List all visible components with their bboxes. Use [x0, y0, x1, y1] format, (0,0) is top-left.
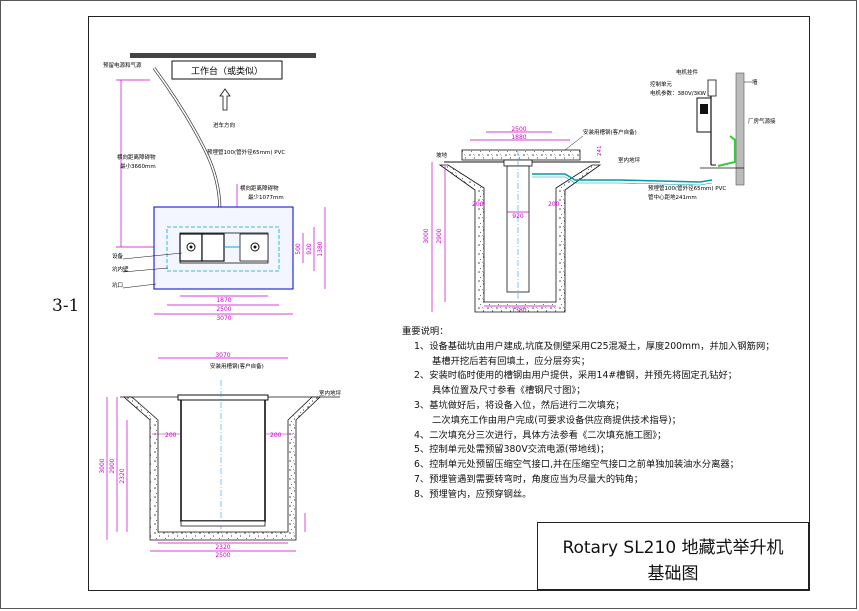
note-item: 5、控制单元处需预留380V交流电源(带地线)； [414, 444, 610, 456]
note-item: 8、预埋管内，应预穿钢丝。 [414, 488, 532, 500]
wall-rect [735, 72, 745, 186]
sb-dim-3070: 3070 [215, 352, 230, 359]
sb-dim-200a: 200 [165, 432, 177, 439]
drive-direction-label: 进车方向 [213, 121, 235, 129]
section-b: 3070 安装用槽钢(客户自备) 室内地坪 200 200 3000 2900 … [99, 352, 342, 559]
sa-dim-200a: 200 [472, 201, 484, 208]
note-item: 具体位置及尺寸参看《槽钢尺寸图》； [432, 385, 586, 397]
dim-2500: 2500 [216, 306, 231, 313]
note-item: 二次填充工作由用户完成(可要求设备供应商提供技术指导)； [432, 414, 681, 426]
sb-dim-200b: 200 [270, 432, 282, 439]
cable-label: 预留电源和气源 [103, 61, 142, 69]
note-item: 7、预埋管遇到需要转弯时，角度应当为尽量大的钝角； [414, 473, 644, 485]
sa-channel-label: 安装用槽钢(客户自备) [583, 128, 637, 136]
sb-dim-2320: 2320 [119, 468, 126, 483]
sa-ground-label: 室内地坪 [618, 156, 641, 164]
sb-dim-2500: 2500 [215, 552, 230, 559]
note-item: 3、基坑做好后，将设备入位，然后进行二次填充； [414, 399, 625, 411]
note-item: 基槽开挖后若有回填土，应分层夯实； [432, 355, 591, 367]
sb-dim-2320-bottom: 2320 [215, 544, 230, 551]
dim-3070: 3070 [216, 315, 231, 322]
dist-left-2: 最小3660mm [120, 162, 156, 170]
sa-dim-2500: 2500 [511, 126, 526, 133]
sa-wall-label: 墙 [752, 78, 758, 86]
sa-control-unit-2: 电机参数：380V/3KW [650, 89, 707, 97]
note-item: 2、安装时临时使用的槽钢由用户提供，采用14#槽钢，并预先将固定孔钻好； [414, 370, 738, 382]
sa-slope-label: 坡地 [436, 151, 448, 159]
workbench-box [171, 60, 283, 80]
plan-view: 工作台（或类似） 进车方向 预留电源和气源 预埋管100(管外径65mm) PV… [103, 53, 326, 322]
sb-dim-3000: 3000 [99, 458, 106, 473]
dist-mid-1: 横向距离障碍物 [240, 184, 279, 192]
note-item: 1、设备基础坑由用户建成,坑底及侧壁采用C25混凝土，厚度200mm，并加入钢筋… [414, 340, 775, 352]
drive-arrow [219, 88, 231, 111]
notes-heading: 重要说明： [402, 326, 449, 337]
page-label: 3-1 [52, 296, 80, 316]
label-equipment: 设备 [112, 252, 124, 260]
dim-920: 920 [306, 243, 313, 255]
sa-dim-920: 920 [512, 213, 524, 220]
dim-500: 500 [295, 243, 302, 255]
section-a: 2500 1880 安装用槽钢(客户自备) 坡地 室内地坪 241 预埋管100… [423, 68, 776, 314]
sa-air-label: 厂房气源接 [748, 117, 776, 125]
dist-mid-2: 最少1077mm [248, 194, 284, 201]
sa-dim-1880: 1880 [511, 134, 526, 141]
sb-ground-label: 室内地坪 [319, 389, 342, 397]
title-line-2: 基础图 [647, 564, 699, 584]
notes-block: 重要说明： 1、设备基础坑由用户建成,坑底及侧壁采用C25混凝土，厚度200mm… [402, 325, 802, 503]
sa-dim-241: 241 [597, 146, 603, 157]
label-pit-mouth: 坑口 [112, 281, 123, 289]
sa-control-unit-1: 控制单元 [650, 80, 673, 88]
label-pit-wall: 坑内壁 [112, 265, 129, 273]
sa-pipe-note-1: 预埋管100(管外径65mm) PVC [648, 184, 726, 192]
dist-left-1: 横向距离障碍物 [117, 153, 156, 161]
sa-motor-label: 电机挂件 [676, 68, 699, 76]
sa-dim-1380: 1380 [511, 307, 526, 314]
sa-dim-2900: 2900 [436, 228, 443, 243]
sa-dim-200b: 200 [548, 201, 560, 208]
dim-1380: 1380 [317, 241, 324, 256]
sb-channel-label: 安装用槽钢(客户自备) [210, 362, 264, 370]
sb-dim-2900: 2900 [109, 458, 116, 473]
sa-dim-3000: 3000 [423, 228, 430, 243]
title-line-1: Rotary SL210 地藏式举升机 [562, 538, 784, 558]
drawing-frame [88, 16, 810, 591]
wall-bar [130, 53, 316, 58]
note-item: 6、控制单元处预留压缩空气接口,并在压缩空气接口之前单独加装油水分离器； [414, 459, 739, 471]
title-block: Rotary SL210 地藏式举升机 基础图 [537, 522, 809, 590]
pipe-note: 预埋管100(管外径65mm) PVC [207, 148, 285, 156]
note-item: 4、二次填充分三次进行，具体方法参看《二次填充施工图》； [414, 429, 667, 441]
dim-1870: 1870 [216, 297, 231, 304]
sa-pipe-note-2: 管中心距地241mm [648, 193, 697, 201]
workbench-label: 工作台（或类似） [191, 65, 263, 77]
